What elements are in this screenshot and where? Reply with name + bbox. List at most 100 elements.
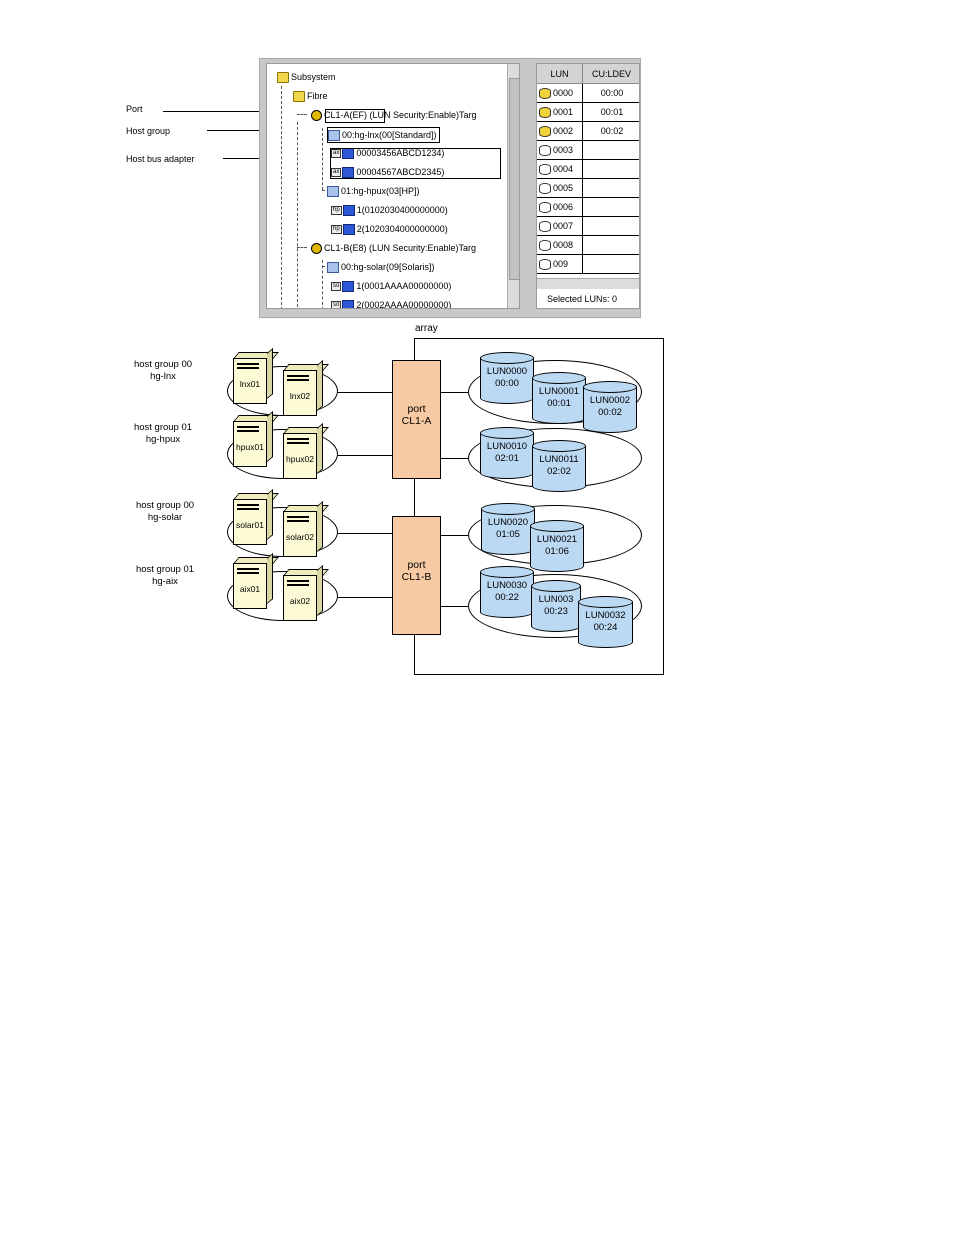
folder-icon bbox=[277, 72, 289, 84]
tree-node-port-cl1-b[interactable]: CL1-B(E8) (LUN Security:Enable)Targ bbox=[311, 241, 476, 255]
host-to-port-line bbox=[338, 392, 392, 393]
port-to-lun-line bbox=[441, 535, 468, 536]
lun-table-row[interactable]: 009 bbox=[537, 255, 639, 274]
array-label: array bbox=[415, 323, 438, 334]
port-icon bbox=[311, 110, 322, 122]
port-icon bbox=[311, 243, 322, 255]
server-label: hpux02 bbox=[286, 454, 314, 464]
tree-node-fibre[interactable]: Fibre bbox=[293, 89, 328, 103]
lun-disk-icon bbox=[539, 126, 551, 138]
host-group-ellipse bbox=[227, 429, 338, 479]
lun-disk-icon bbox=[539, 240, 551, 252]
tree-node-port-cl1-a[interactable]: CL1-A(EF) (LUN Security:Enable)Targ bbox=[311, 108, 477, 122]
host-group-name: hg-hpux bbox=[145, 434, 181, 445]
server-label: aix02 bbox=[289, 596, 311, 606]
port-to-lun-line bbox=[441, 392, 468, 393]
lun-table-row[interactable]: 0005 bbox=[537, 179, 639, 198]
lun-table-row[interactable]: 0006 bbox=[537, 198, 639, 217]
tree-node-hg-hpux[interactable]: 01:hg-hpux(03[HP]) bbox=[327, 184, 420, 198]
port-to-lun-line bbox=[441, 458, 468, 459]
callout-host-group: Host group bbox=[126, 126, 171, 136]
host-to-port-line bbox=[338, 455, 392, 456]
col-header-lun[interactable]: LUN bbox=[537, 64, 583, 84]
tree-node-hg-lnx[interactable]: 00:hg-lnx(00[Standard]) bbox=[327, 127, 440, 143]
lun-disk-icon bbox=[539, 164, 551, 176]
lun-disk-icon bbox=[539, 202, 551, 214]
lun-table-row[interactable]: 0007 bbox=[537, 217, 639, 236]
server-label: aix01 bbox=[239, 584, 261, 594]
folder-icon bbox=[293, 91, 305, 103]
server-label: hpux01 bbox=[236, 442, 264, 452]
callout-port: Port bbox=[126, 104, 143, 114]
server-icon: lnx01 bbox=[233, 347, 279, 404]
host-group-name: hg-aix bbox=[152, 576, 178, 587]
host-to-port-line bbox=[338, 597, 392, 598]
lun-table-row[interactable]: 0008 bbox=[537, 236, 639, 255]
port-to-lun-line bbox=[441, 606, 468, 607]
server-label: lnx02 bbox=[289, 391, 311, 401]
subsystem-tree[interactable]: Subsystem Fibre CL1-A(EF) (LUN Security:… bbox=[266, 63, 520, 309]
server-icon: hpux02 bbox=[283, 422, 329, 479]
port-highlight-box bbox=[325, 109, 385, 123]
lun-table-row[interactable]: 0004 bbox=[537, 160, 639, 179]
host-group-name: hg-lnx bbox=[150, 371, 176, 382]
hba-icon bbox=[342, 205, 355, 217]
lun-table-row[interactable]: 0003 bbox=[537, 141, 639, 160]
host-group-ellipse bbox=[227, 507, 338, 557]
selected-luns: Selected LUNs: 0 bbox=[547, 294, 618, 304]
tree-node-subsystem[interactable]: Subsystem bbox=[277, 70, 336, 84]
callout-host-bus-adapter: Host bus adapter bbox=[126, 154, 195, 164]
host-group-label: host group 00 bbox=[135, 500, 195, 511]
host-group-ellipse bbox=[227, 366, 338, 416]
col-header-culdev[interactable]: CU:LDEV bbox=[583, 64, 639, 84]
lun-disk-icon bbox=[539, 107, 551, 119]
server-icon: solar02 bbox=[283, 500, 329, 557]
server-icon: solar01 bbox=[233, 488, 279, 545]
lun-hscroll[interactable] bbox=[537, 278, 639, 289]
array-border bbox=[414, 338, 664, 675]
server-icon: aix01 bbox=[233, 552, 279, 609]
hba-icon bbox=[342, 224, 355, 236]
host-group-label: host group 01 bbox=[133, 422, 193, 433]
hba-icon bbox=[342, 300, 355, 308]
tree-node-hg-solar[interactable]: 00:hg-solar(09[Solaris]) bbox=[327, 260, 435, 274]
hba-highlight-box bbox=[330, 148, 501, 179]
server-label: solar01 bbox=[236, 520, 264, 530]
server-icon: aix02 bbox=[283, 564, 329, 621]
hba-icon bbox=[342, 167, 355, 179]
lun-disk-icon bbox=[539, 259, 551, 271]
tree-scrollbar[interactable] bbox=[507, 64, 519, 308]
server-label: lnx01 bbox=[239, 379, 261, 389]
host-group-label: host group 01 bbox=[135, 564, 195, 575]
hba-icon bbox=[342, 281, 355, 293]
server-icon: hpux01 bbox=[233, 410, 279, 467]
